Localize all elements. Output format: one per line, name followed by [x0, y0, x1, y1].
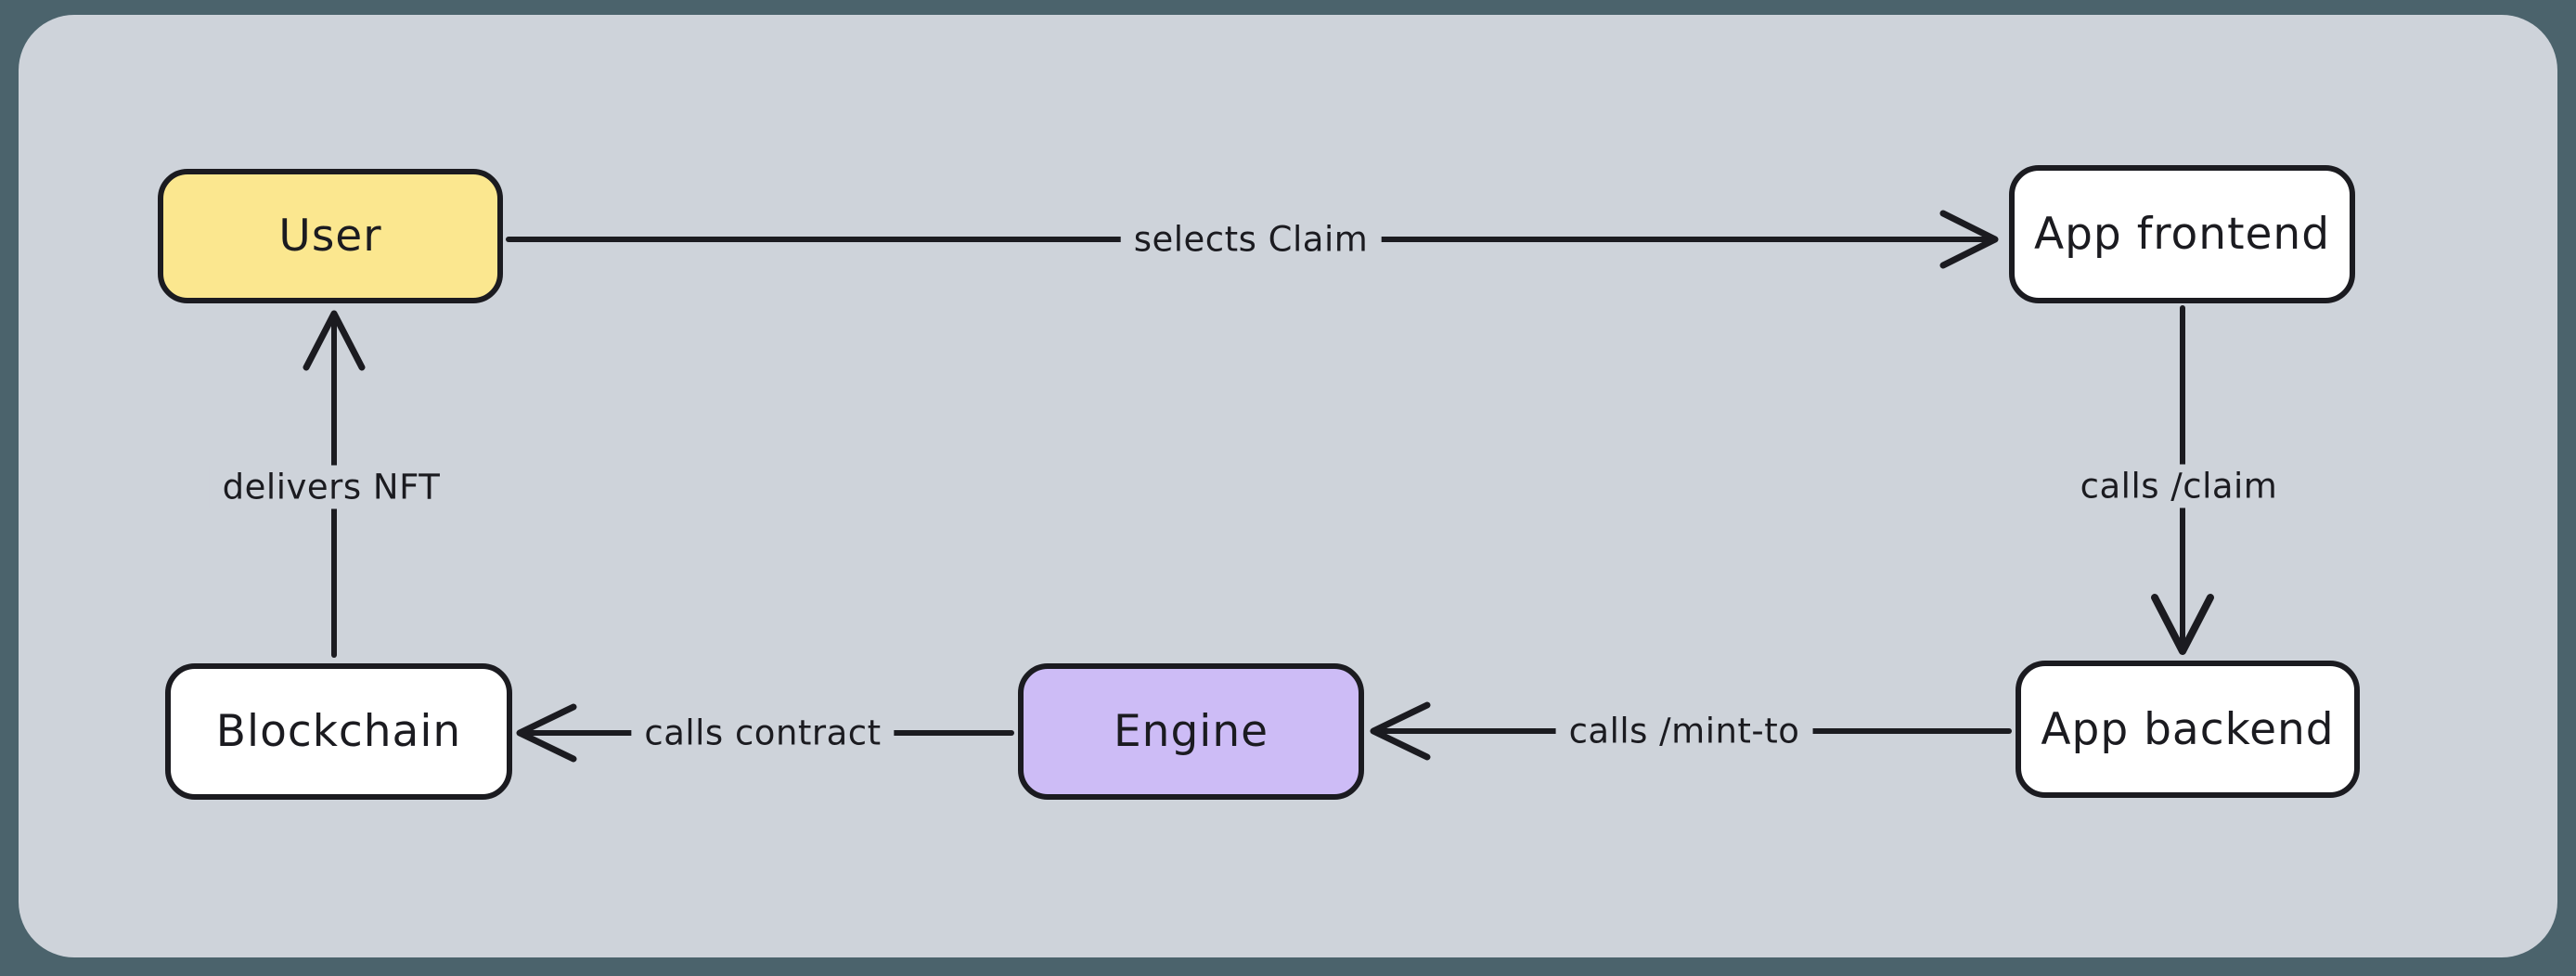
node-app-frontend[interactable]: App frontend	[2009, 165, 2355, 303]
node-user-label: User	[278, 211, 382, 262]
edge-label-calls-mint-to[interactable]: calls /mint-to	[1555, 709, 1813, 753]
node-blockchain[interactable]: Blockchain	[165, 663, 512, 800]
node-app-frontend-label: App frontend	[2033, 209, 2331, 260]
edge-label-calls-claim[interactable]: calls /claim	[2067, 464, 2291, 508]
edge-label-selects-claim[interactable]: selects Claim	[1120, 217, 1382, 262]
node-engine-label: Engine	[1113, 706, 1269, 757]
node-blockchain-label: Blockchain	[215, 706, 462, 757]
node-user[interactable]: User	[158, 169, 503, 303]
node-app-backend-label: App backend	[2041, 703, 2335, 755]
node-app-backend[interactable]: App backend	[2016, 661, 2360, 798]
node-engine[interactable]: Engine	[1018, 663, 1364, 800]
edge-label-delivers-nft[interactable]: delivers NFT	[209, 465, 454, 509]
edge-label-calls-contract[interactable]: calls contract	[631, 711, 895, 755]
